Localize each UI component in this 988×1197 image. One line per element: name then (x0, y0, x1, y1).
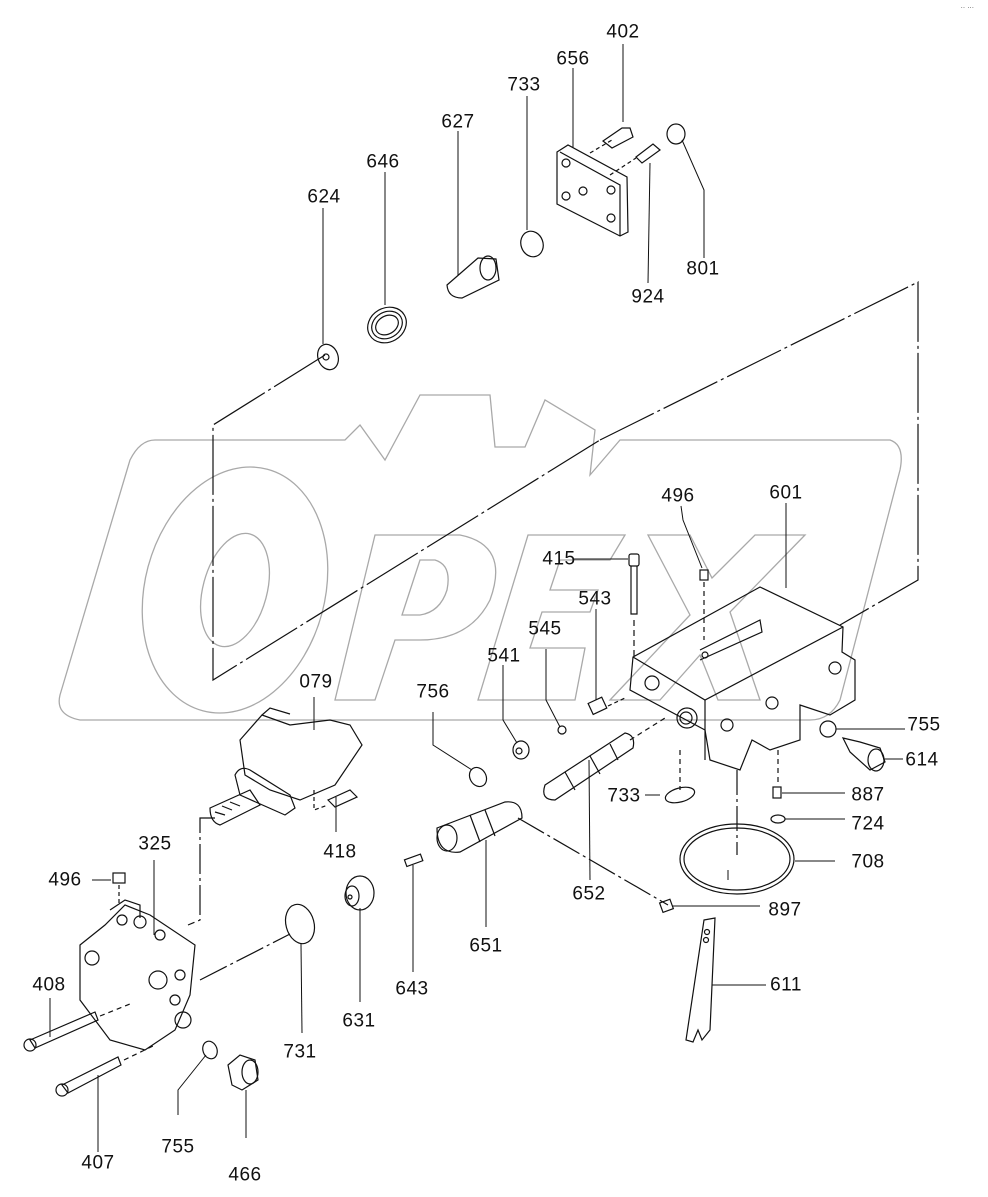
part-543-sleeve (587, 696, 608, 716)
part-label-643: 643 (395, 978, 429, 1000)
part-label-611: 611 (770, 974, 802, 996)
part-627-plug (446, 255, 500, 299)
part-label-756: 756 (416, 681, 450, 703)
part-541-nut (512, 740, 530, 760)
part-label-496-left: 496 (48, 869, 82, 891)
part-755-o-ring-left (202, 1040, 218, 1060)
part-label-402: 402 (606, 21, 640, 43)
part-496-set-screw (699, 569, 709, 640)
part-label-652: 652 (572, 883, 606, 905)
part-651-sleeve (436, 801, 523, 853)
part-label-325: 325 (138, 833, 172, 855)
part-label-079: 079 (299, 671, 333, 693)
part-708-o-ring (679, 770, 795, 895)
corner-mark: ·· ··· (960, 4, 974, 12)
part-label-755-left: 755 (161, 1136, 195, 1158)
part-496-set-screw-left (112, 872, 126, 903)
watermark-gear-outline (58, 394, 902, 721)
part-545-ball (557, 725, 567, 735)
part-402-bolt (589, 127, 634, 154)
part-079-solenoid (187, 707, 363, 926)
part-733-o-ring (520, 230, 544, 258)
dash-651-to-897 (517, 817, 669, 906)
part-731-o-ring (199, 903, 316, 981)
assembly-lines (23, 44, 919, 1152)
part-656-cover-plate (556, 144, 629, 237)
part-label-708: 708 (851, 851, 885, 873)
part-887-pin (772, 786, 782, 799)
part-label-801: 801 (686, 258, 720, 280)
part-label-656: 656 (556, 48, 590, 70)
part-label-646: 646 (366, 151, 400, 173)
part-415-bolt (628, 553, 640, 660)
part-label-651: 651 (469, 935, 503, 957)
guide-line-left (212, 354, 601, 682)
leader-lines (49, 44, 905, 1152)
part-624-washer (317, 343, 339, 371)
part-325-valve-body (79, 899, 196, 1051)
part-label-601: 601 (769, 482, 803, 504)
watermark-letter-x (608, 534, 807, 701)
part-label-415: 415 (542, 548, 576, 570)
part-924-bolt (609, 143, 661, 176)
part-755-o-ring-right (819, 720, 837, 738)
part-897-pin (658, 898, 675, 914)
part-418-bolt (313, 789, 359, 811)
part-631-cap (344, 875, 375, 911)
part-label-543: 543 (578, 588, 612, 610)
watermark-letter-o (141, 466, 329, 714)
part-label-733-seal: 733 (607, 785, 641, 807)
part-408-bolt (23, 1003, 131, 1052)
part-label-631: 631 (342, 1010, 376, 1032)
part-label-733: 733 (507, 74, 541, 96)
part-label-887: 887 (851, 784, 885, 806)
part-646-spring (367, 306, 407, 344)
part-611-lever (685, 917, 716, 1043)
part-label-897: 897 (768, 899, 802, 921)
dash-543 (607, 697, 626, 707)
part-466-plug (227, 1054, 259, 1091)
part-label-614: 614 (905, 749, 939, 771)
part-407-bolt (55, 1044, 156, 1097)
part-756-o-ring (468, 766, 488, 788)
part-label-624: 624 (307, 186, 341, 208)
watermark-letter-p (334, 534, 497, 701)
part-733-seal (664, 786, 696, 804)
part-label-724: 724 (851, 813, 885, 835)
opex-watermark (58, 394, 902, 721)
part-label-496-top: 496 (661, 485, 695, 507)
part-643-pin (403, 853, 424, 868)
part-label-924: 924 (631, 286, 665, 308)
part-652-spool (543, 717, 666, 801)
part-724-o-ring (770, 814, 786, 824)
guide-line-right (599, 281, 919, 626)
part-614-plug (841, 737, 886, 772)
watermark-letter-o-inner (199, 532, 271, 648)
part-label-545: 545 (528, 618, 562, 640)
part-label-407: 407 (81, 1152, 115, 1174)
part-label-627: 627 (441, 111, 475, 133)
part-label-755-right: 755 (907, 714, 941, 736)
part-label-731: 731 (283, 1041, 317, 1063)
watermark-letter-e (477, 534, 627, 701)
part-label-408: 408 (32, 974, 66, 996)
part-601-main-housing (629, 586, 856, 771)
part-label-466: 466 (228, 1164, 262, 1186)
part-801-nut (666, 123, 686, 145)
part-label-418: 418 (323, 841, 357, 863)
part-label-541: 541 (487, 645, 521, 667)
